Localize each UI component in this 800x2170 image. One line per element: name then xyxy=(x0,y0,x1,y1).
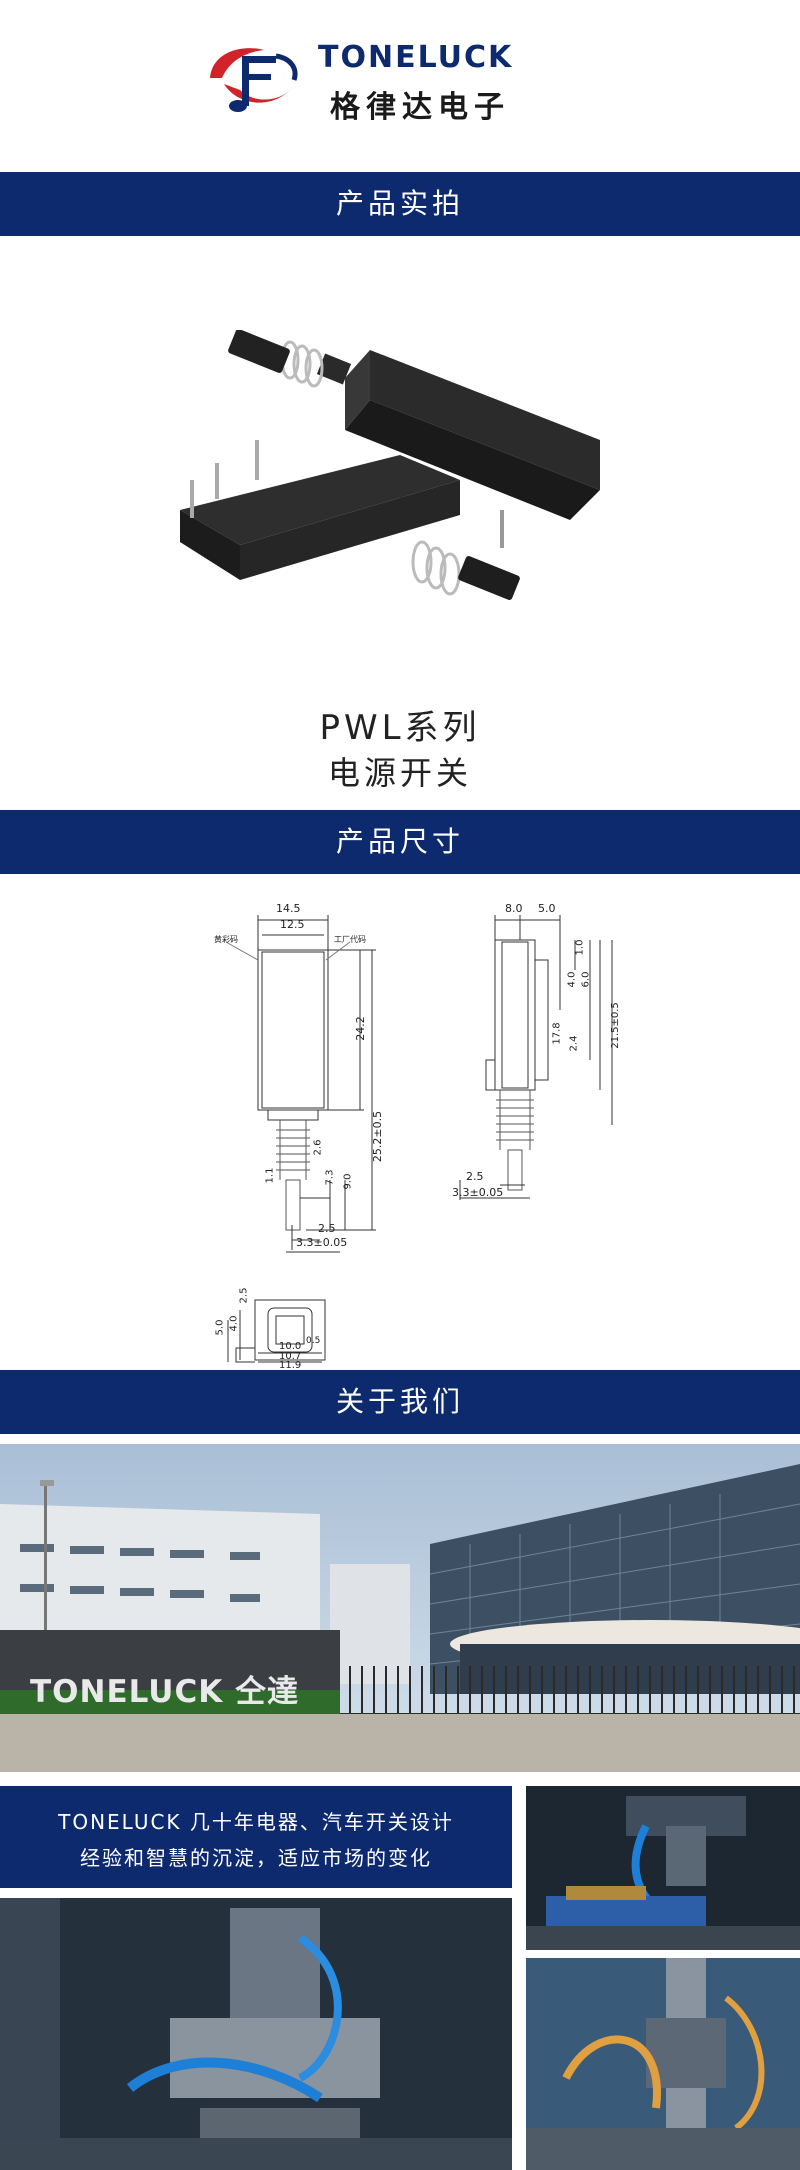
dim-bottom-2: 4.0 xyxy=(228,1315,240,1332)
callout-left: 黄彩码 xyxy=(214,935,238,944)
dim-front-small-1: 2.6 xyxy=(312,1139,324,1156)
dim-side-bottom-2: 3.3±0.05 xyxy=(452,1186,504,1199)
section-title-photo: 产品实拍 xyxy=(335,187,464,220)
dim-side-right-3: 6.0 xyxy=(580,971,592,988)
section-bar-size: 产品尺寸 xyxy=(0,810,800,874)
dim-bottom-7: 0.5 xyxy=(306,1336,321,1346)
machine-photo-bottom-right xyxy=(526,1958,800,2170)
about-line-1: TONELUCK 几十年电器、汽车开关设计 xyxy=(58,1810,454,1834)
dim-bottom-6: 11.9 xyxy=(279,1360,302,1371)
dim-side-top-2: 5.0 xyxy=(538,902,556,915)
brand-header: TONELUCK 格律达电子 xyxy=(0,0,800,172)
about-text-box: TONELUCK 几十年电器、汽车开关设计 经验和智慧的沉淀，适应市场的变化 xyxy=(0,1786,512,1888)
callout-right: 工厂代码 xyxy=(334,935,366,944)
dim-front-bottom-1: 2.5 xyxy=(318,1222,336,1235)
factory-sign-text: TONELUCK 仝達 xyxy=(30,1674,300,1710)
dim-side-top-1: 8.0 xyxy=(505,902,523,915)
factory-photo: TONELUCK 仝達 xyxy=(0,1444,800,1772)
dim-front-bottom-2: 3.3±0.05 xyxy=(296,1236,348,1249)
brand-name-cn: 格律达电子 xyxy=(330,90,510,125)
dim-side-right-5: 2.4 xyxy=(568,1035,580,1052)
dim-bottom-5: 10.7 xyxy=(279,1351,302,1362)
dim-side-bottom-1: 2.5 xyxy=(466,1170,484,1183)
dim-front-small-3: 9.0 xyxy=(342,1173,354,1190)
product-series: PWL系列 xyxy=(319,708,481,748)
dim-bottom-3: 5.0 xyxy=(214,1319,226,1336)
product-type: 电源开关 xyxy=(327,754,472,792)
machine-photo-top-right xyxy=(526,1786,800,1950)
product-photo xyxy=(180,330,600,601)
dim-front-right-2: 25.2±0.5 xyxy=(371,1110,385,1163)
switch-lower xyxy=(180,440,520,601)
dim-side-right-1: 1.0 xyxy=(574,939,586,956)
dimension-drawing: 14.5 12.5 24.2 25.2±0.5 2.6 7.3 9.0 1.1 … xyxy=(0,880,800,1371)
section-bar-photo: 产品实拍 xyxy=(0,172,800,236)
dim-front-top-2: 12.5 xyxy=(280,918,305,931)
dim-bottom-1: 2.5 xyxy=(238,1287,250,1304)
machine-photo-bottom-left xyxy=(0,1898,512,2170)
switch-upper xyxy=(228,330,600,548)
about-line-2: 经验和智慧的沉淀，适应市场的变化 xyxy=(80,1846,432,1870)
dim-front-top-1: 14.5 xyxy=(276,902,301,915)
dim-side-right-2: 4.0 xyxy=(566,971,578,988)
dim-front-right-1: 24.2 xyxy=(353,1016,367,1041)
section-title-about: 关于我们 xyxy=(335,1385,464,1418)
dim-front-small-4: 1.1 xyxy=(264,1167,276,1184)
dim-side-right-4: 17.8 xyxy=(551,1022,563,1045)
brand-name-en: TONELUCK xyxy=(318,40,514,75)
dim-side-right-6: 21.5±0.5 xyxy=(609,1002,621,1049)
section-title-size: 产品尺寸 xyxy=(335,825,464,858)
dim-front-small-2: 7.3 xyxy=(324,1169,336,1186)
dim-bottom-4: 10.0 xyxy=(279,1341,302,1352)
toneluck-logo-icon xyxy=(210,48,298,112)
section-bar-about: 关于我们 xyxy=(0,1370,800,1434)
